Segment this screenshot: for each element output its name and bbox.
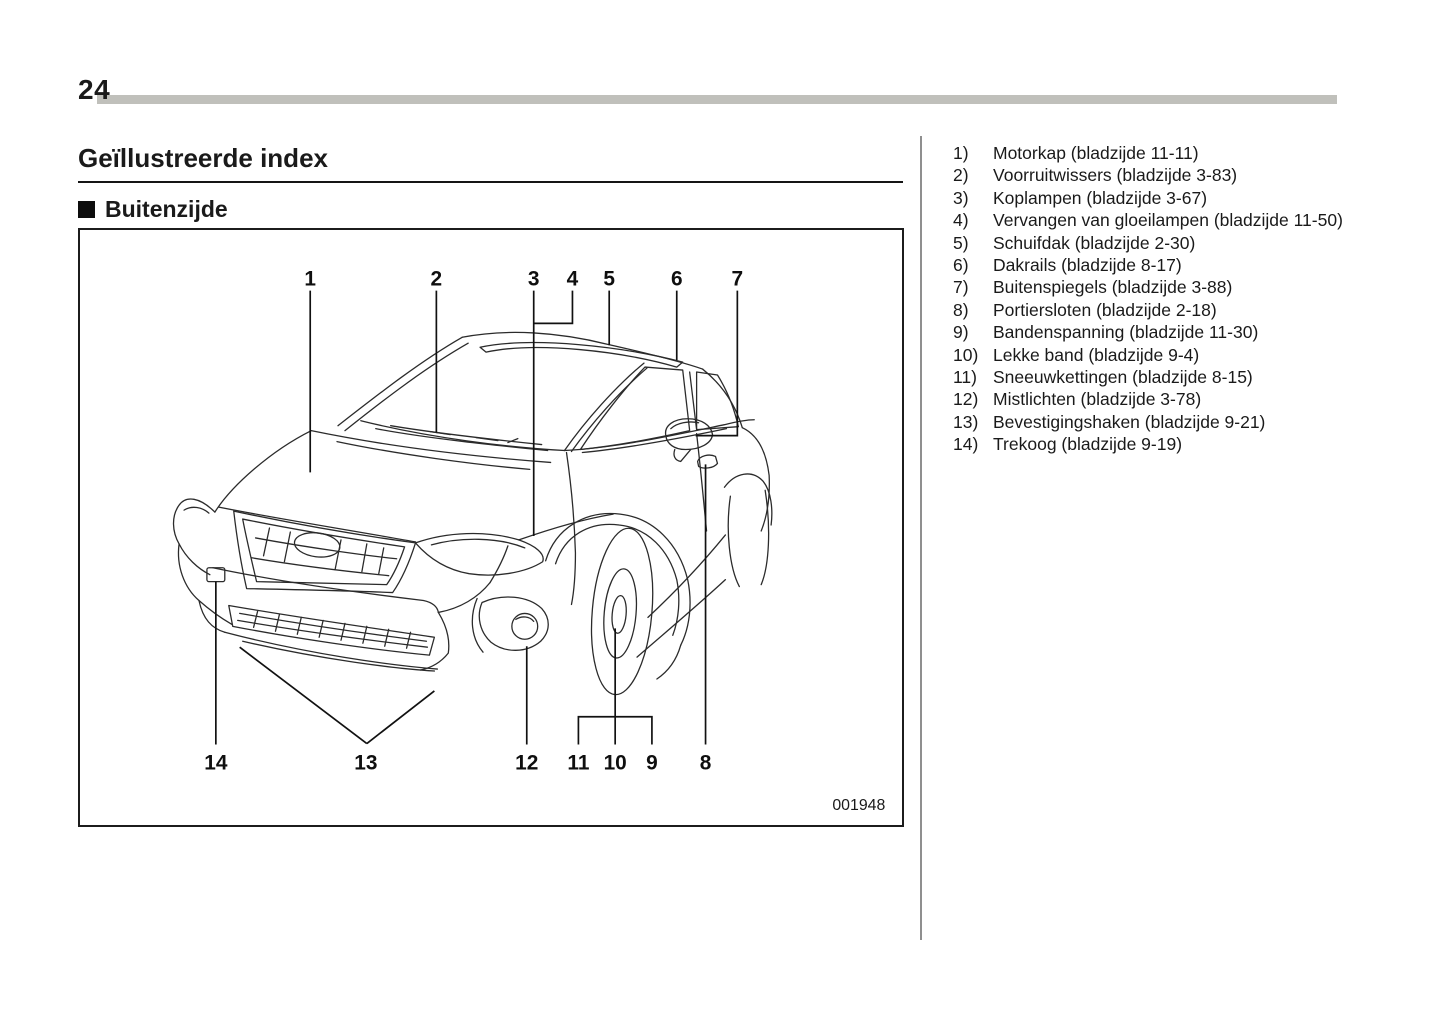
callout-8: 8 — [700, 751, 712, 774]
callout-10: 10 — [604, 751, 627, 774]
callout-leader-lines — [215, 290, 739, 745]
callout-14: 14 — [204, 751, 228, 774]
callout-12: 12 — [515, 751, 538, 774]
callout-11: 11 — [567, 751, 589, 774]
legend-item-text: Dakrails (bladzijde 8-17) — [993, 255, 1182, 276]
legend-item-text: Vervangen van gloeilampen (bladzijde 11-… — [993, 210, 1343, 231]
legend-item: 8) Portiersloten (bladzijde 2-18) — [953, 299, 1345, 321]
legend-item: 11) Sneeuwkettingen (bladzijde 8-15) — [953, 366, 1345, 388]
legend-item: 10) Lekke band (bladzijde 9-4) — [953, 344, 1345, 366]
legend-item: 3) Koplampen (bladzijde 3-67) — [953, 187, 1345, 209]
legend-item: 2) Voorruitwissers (bladzijde 3-83) — [953, 164, 1345, 186]
callout-3: 3 — [528, 268, 540, 291]
callout-1: 1 — [304, 268, 316, 291]
section-bullet-icon — [78, 201, 95, 218]
legend-item-text: Bandenspanning (bladzijde 11-30) — [993, 322, 1259, 343]
callout-4: 4 — [567, 268, 579, 291]
page-title: Geïllustreerde index — [78, 143, 903, 183]
legend-item-number: 5) — [953, 232, 969, 253]
legend-item: 13) Bevestigingshaken (bladzijde 9-21) — [953, 411, 1345, 433]
legend-item-number: 6) — [953, 255, 969, 276]
legend-item-text: Sneeuwkettingen (bladzijde 8-15) — [993, 367, 1253, 388]
legend-item-text: Buitenspiegels (bladzijde 3-88) — [993, 277, 1233, 298]
legend-item: 9) Bandenspanning (bladzijde 11-30) — [953, 321, 1345, 343]
legend-item: 14) Trekoog (bladzijde 9-19) — [953, 433, 1345, 455]
section-heading: Buitenzijde — [78, 196, 228, 223]
callout-2: 2 — [431, 268, 443, 291]
legend-item-text: Lekke band (bladzijde 9-4) — [993, 344, 1200, 365]
legend-item-text: Motorkap (bladzijde 11-11) — [993, 143, 1199, 163]
legend-item-number: 8) — [953, 299, 969, 320]
legend-item: 4) Vervangen van gloeilampen (bladzijde 1… — [953, 209, 1345, 231]
legend-item-number: 10) — [953, 344, 979, 365]
legend-item-number: 3) — [953, 187, 969, 208]
figure-code: 001948 — [832, 797, 885, 814]
legend-item-text: Trekoog (bladzijde 9-19) — [993, 434, 1183, 455]
legend-item-text: Schuifdak (bladzijde 2-30) — [993, 232, 1196, 253]
legend-item: 1) Motorkap (bladzijde 11-11) — [953, 142, 1345, 164]
legend-item-text: Voorruitwissers (bladzijde 3-83) — [993, 165, 1238, 186]
legend-item-number: 12) — [953, 389, 979, 410]
legend-item-text: Portiersloten (bladzijde 2-18) — [993, 299, 1217, 320]
car-exterior-illustration: 1 2 3 4 5 6 7 8 9 10 11 12 13 14 001948 — [172, 268, 886, 814]
car-body-lines — [172, 331, 773, 696]
column-divider — [920, 136, 922, 940]
callout-6: 6 — [671, 268, 683, 291]
legend-item: 5) Schuifdak (bladzijde 2-30) — [953, 232, 1345, 254]
legend-item: 7) Buitenspiegels (bladzijde 3-88) — [953, 276, 1345, 298]
page-number: 24 — [78, 74, 111, 105]
legend-item: 6) Dakrails (bladzijde 8-17) — [953, 254, 1345, 276]
legend-item-number: 9) — [953, 322, 969, 343]
section-heading-label: Buitenzijde — [105, 196, 228, 222]
legend-item-number: 1) — [953, 143, 969, 163]
page-header-rule — [97, 95, 1337, 104]
legend-list: 1) Motorkap (bladzijde 11-11) 2) Voorruitw… — [953, 142, 1345, 456]
callout-7: 7 — [732, 268, 744, 291]
legend-item-number: 7) — [953, 277, 969, 298]
legend-item: 12) Mistlichten (bladzijde 3-78) — [953, 388, 1345, 410]
exterior-diagram-box: 1 2 3 4 5 6 7 8 9 10 11 12 13 14 001948 — [78, 228, 904, 827]
legend-item-number: 11) — [953, 367, 977, 388]
callout-13: 13 — [354, 751, 377, 774]
callout-5: 5 — [603, 268, 615, 291]
legend-item-text: Koplampen (bladzijde 3-67) — [993, 187, 1208, 208]
legend-item-text: Bevestigingshaken (bladzijde 9-21) — [993, 411, 1266, 432]
legend-item-text: Mistlichten (bladzijde 3-78) — [993, 389, 1202, 410]
legend-item-number: 4) — [953, 210, 969, 231]
legend-item-number: 14) — [953, 434, 979, 455]
callout-labels: 1 2 3 4 5 6 7 8 9 10 11 12 13 14 — [204, 268, 743, 775]
callout-9: 9 — [646, 751, 658, 774]
legend-item-number: 2) — [953, 165, 969, 186]
legend-item-number: 13) — [953, 411, 979, 432]
